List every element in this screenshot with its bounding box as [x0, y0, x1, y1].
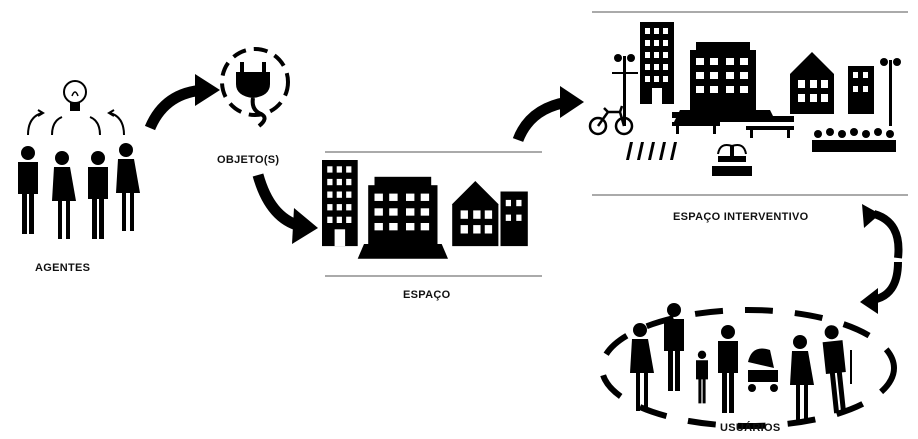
- cycle-arrows: [860, 204, 903, 314]
- crosswalk-icon: [626, 142, 677, 160]
- bench-icon: [746, 116, 794, 138]
- label-objeto: OBJETO(S): [217, 154, 280, 166]
- intervention-scene: [588, 22, 901, 176]
- people-icon: [630, 303, 852, 423]
- label-espaco-interventivo: ESPAÇO INTERVENTIVO: [673, 211, 809, 223]
- agents-group: [18, 80, 140, 239]
- bicycle-icon: [588, 105, 634, 136]
- lightbulb-icon: [63, 80, 87, 111]
- lamppost-icon: [880, 58, 901, 126]
- label-usuarios: USUÁRIOS: [720, 422, 781, 434]
- arrowhead: [292, 208, 318, 244]
- fountain-icon: [712, 144, 752, 176]
- flowers-icon: [812, 128, 896, 152]
- users-group: [599, 303, 897, 429]
- buildings-icon: [322, 160, 528, 259]
- idea-arrows: [27, 109, 125, 136]
- arrowhead: [560, 86, 584, 118]
- bench-icon: [672, 112, 720, 134]
- people-icon: [18, 143, 140, 239]
- lamppost-icon: [612, 54, 638, 126]
- label-espaco: ESPAÇO: [403, 289, 451, 301]
- label-agentes: AGENTES: [35, 262, 91, 274]
- arrowhead: [195, 74, 220, 106]
- plug-icon: [220, 47, 290, 128]
